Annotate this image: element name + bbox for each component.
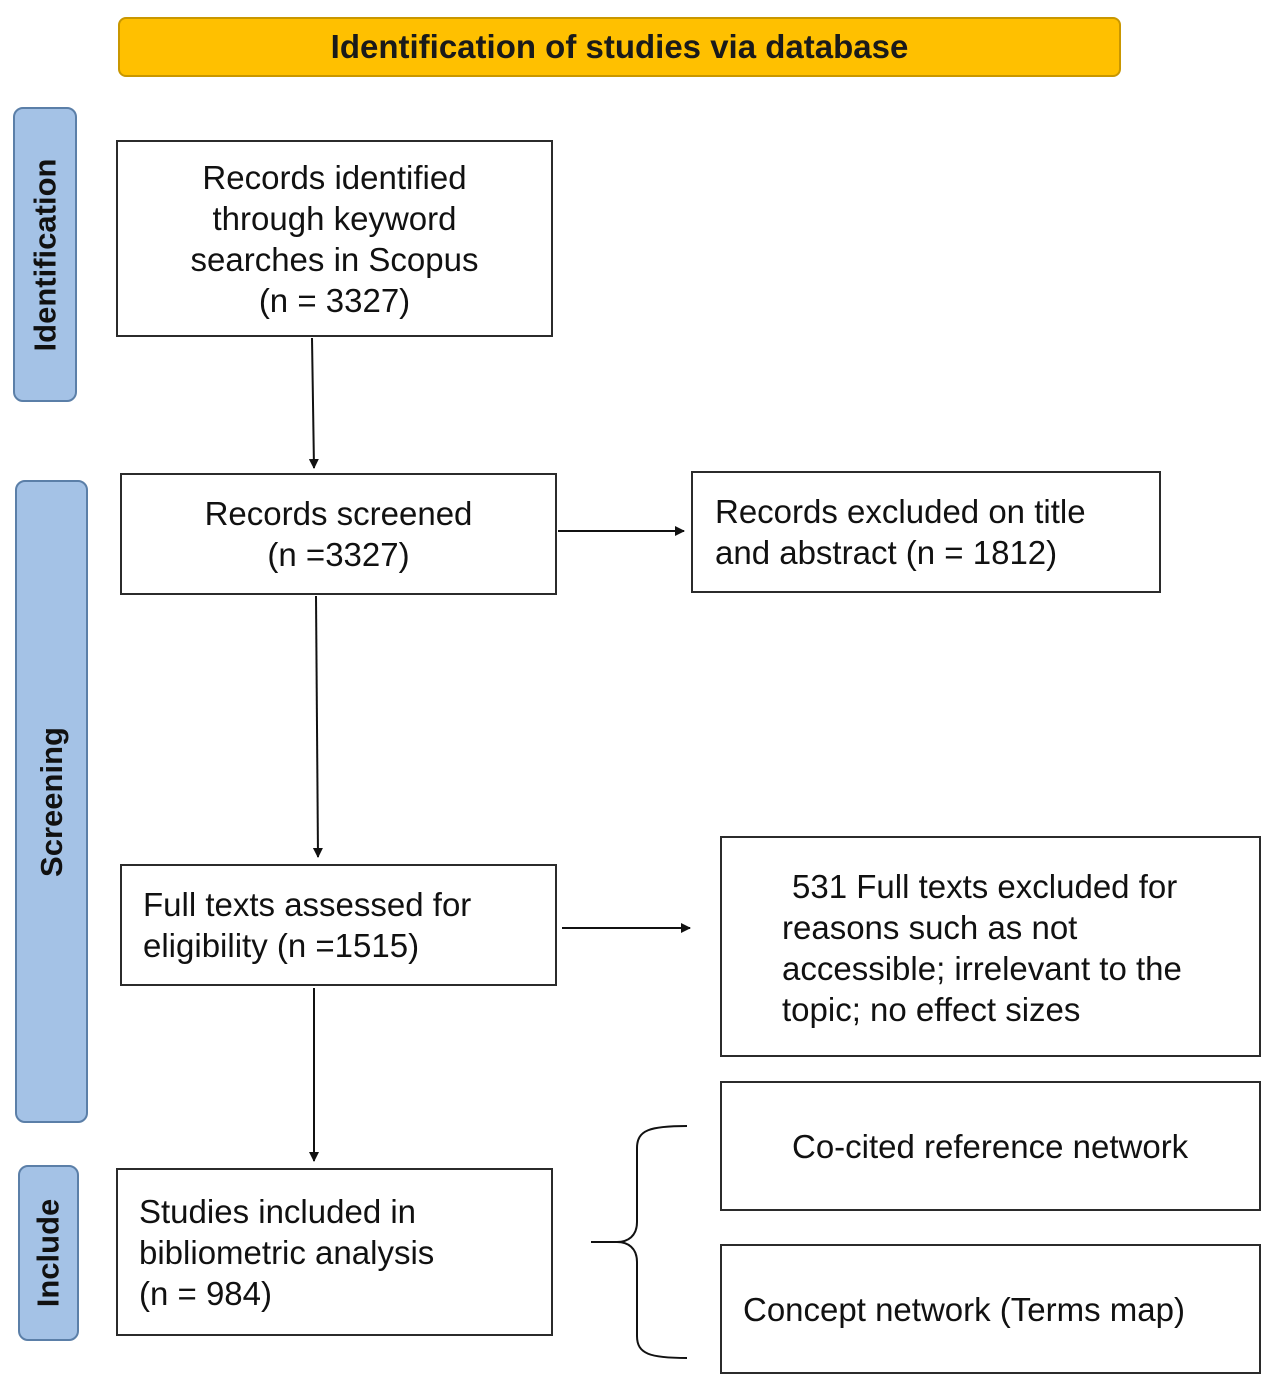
- database-identification-header: Identification of studies via database: [118, 17, 1121, 77]
- arrow-screened-to-assessed: [312, 595, 323, 858]
- full-texts-assessed-line-2: eligibility (n =1515): [143, 927, 420, 964]
- records-excluded-box: Records excluded on title and abstract (…: [691, 471, 1161, 593]
- studies-included-line-1: Studies included in: [139, 1192, 417, 1230]
- records-identified-line-3: searches in Scopus: [190, 240, 479, 278]
- records-identified-line-2: through keyword: [212, 199, 457, 237]
- full-texts-excluded-line-1: 531 Full texts excluded for: [792, 868, 1178, 905]
- full-texts-assessed-box: Full texts assessed for eligibility (n =…: [120, 864, 557, 986]
- full-texts-excluded-line-4: topic; no effect sizes: [782, 991, 1081, 1028]
- concept-network-label: Concept network (Terms map): [743, 1290, 1185, 1328]
- studies-included-box: Studies included in bibliometric analysi…: [116, 1168, 553, 1336]
- records-excluded-line-1: Records excluded on title: [715, 493, 1086, 530]
- full-texts-excluded-line-2: reasons such as not: [782, 909, 1078, 946]
- header-title: Identification of studies via database: [330, 28, 909, 65]
- co-cited-network-label: Co-cited reference network: [792, 1127, 1189, 1165]
- records-screened-box: Records screened (n =3327): [120, 473, 557, 595]
- arrow-identified-to-screened: [308, 337, 319, 469]
- brace-shape: [616, 1125, 688, 1359]
- phase-include: Include: [18, 1165, 79, 1341]
- co-cited-network-box: Co-cited reference network: [720, 1081, 1261, 1211]
- records-screened-line-2: (n =3327): [267, 536, 410, 573]
- full-texts-excluded-line-3: accessible; irrelevant to the: [782, 950, 1182, 987]
- records-identified-line-4: (n = 3327): [258, 281, 411, 319]
- phase-identification: Identification: [13, 107, 77, 402]
- full-texts-assessed-line-1: Full texts assessed for: [143, 886, 472, 923]
- studies-included-line-3: (n = 984): [139, 1274, 272, 1312]
- records-excluded-line-2: and abstract (n = 1812): [715, 534, 1058, 571]
- studies-included-line-2: bibliometric analysis: [139, 1233, 435, 1271]
- records-identified-box: Records identified through keyword searc…: [116, 140, 553, 337]
- records-screened-line-1: Records screened: [204, 495, 473, 532]
- phase-screening: Screening: [15, 480, 88, 1123]
- full-texts-excluded-box: 531 Full texts excluded for reasons such…: [720, 836, 1261, 1057]
- records-identified-line-1: Records identified: [202, 158, 467, 196]
- concept-network-box: Concept network (Terms map): [720, 1244, 1261, 1374]
